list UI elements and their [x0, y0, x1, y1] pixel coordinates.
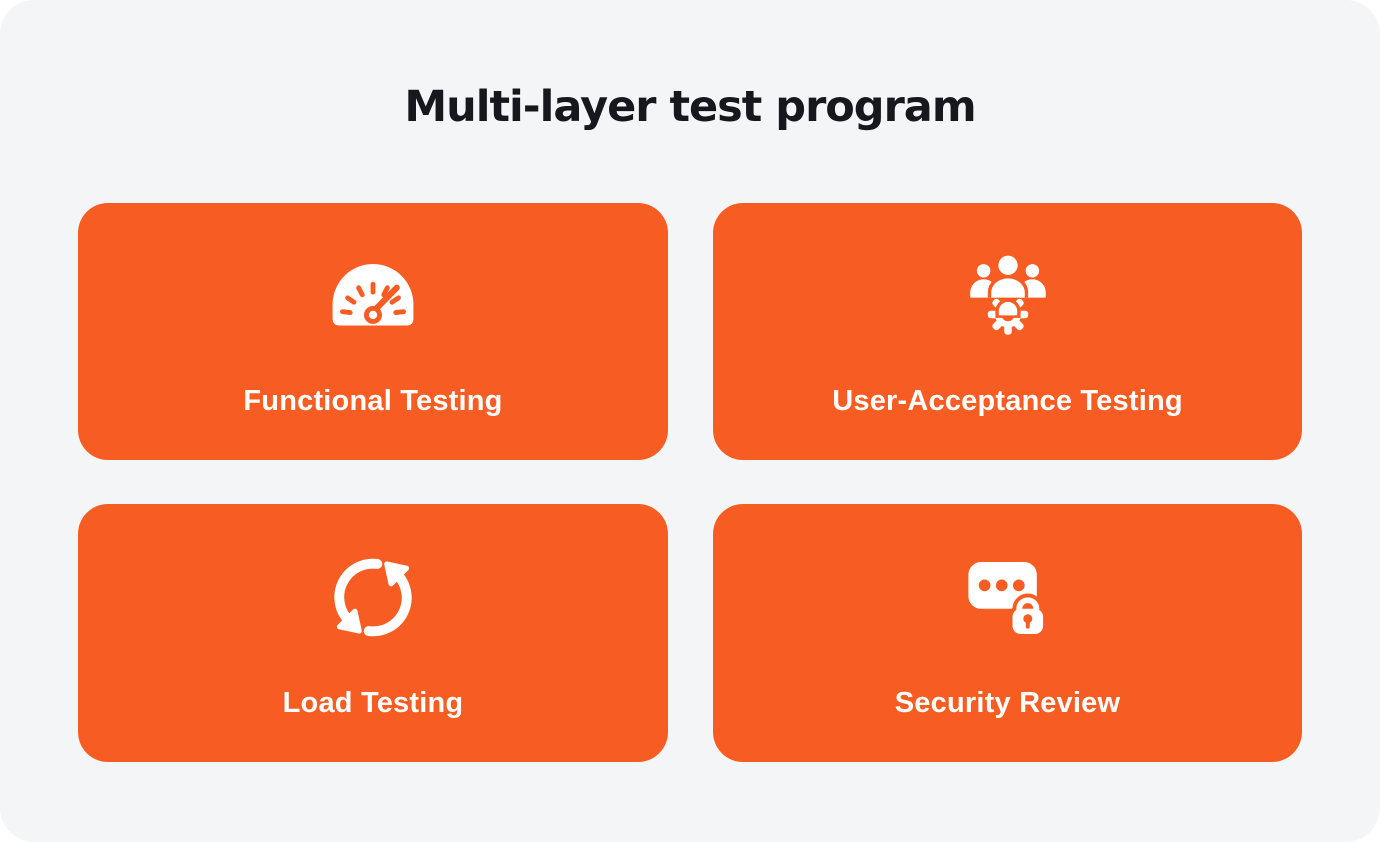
card-load-testing: Load Testing [78, 504, 668, 762]
users-gear-icon [966, 247, 1050, 345]
sync-arrows-icon [330, 549, 416, 647]
cards-grid: Functional Testing [78, 203, 1302, 762]
password-field-lock-icon [963, 549, 1053, 647]
card-label: Security Review [894, 686, 1121, 719]
card-label: Load Testing [282, 686, 464, 719]
page-title: Multi-layer test program [404, 82, 976, 132]
card-label: Functional Testing [243, 385, 503, 417]
card-functional-testing: Functional Testing [78, 203, 668, 460]
card-user-acceptance-testing: User-Acceptance Testing [713, 203, 1302, 460]
speedometer-gauge-icon [329, 247, 417, 345]
card-security-review: Security Review [713, 504, 1302, 762]
card-label: User-Acceptance Testing [832, 385, 1183, 417]
